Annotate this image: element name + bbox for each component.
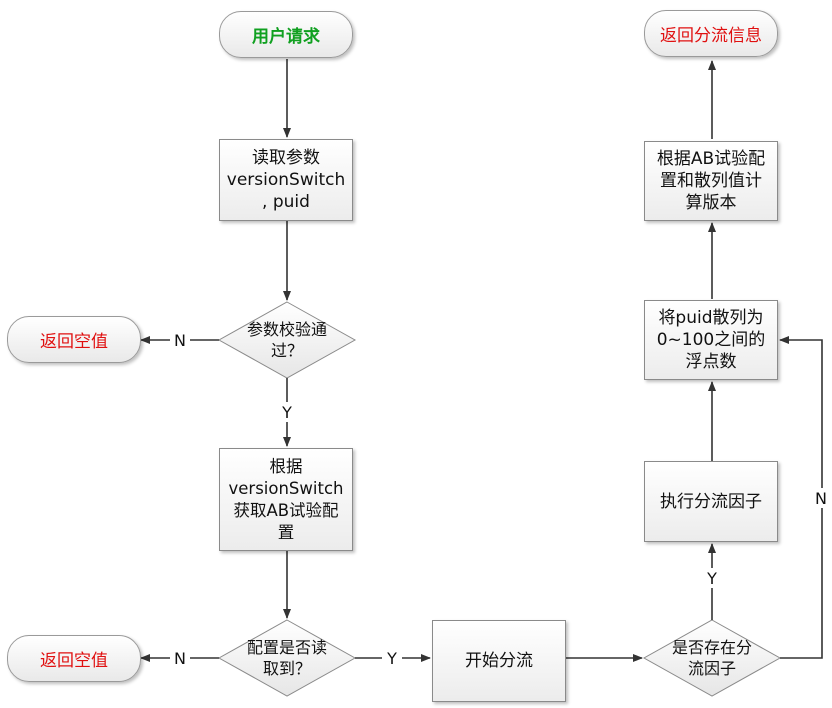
check-no-label: N xyxy=(170,330,190,350)
exec-factor-box: 执行分流因子 xyxy=(644,461,778,542)
return-null-node-2: 返回空值 xyxy=(7,635,141,682)
check-params-text: 参数校验通 过？ xyxy=(246,320,327,360)
config-no-label: N xyxy=(170,648,190,668)
return-info-node: 返回分流信息 xyxy=(644,10,778,57)
has-factor-text: 是否存在分 流因子 xyxy=(671,638,752,678)
check-yes-label: Y xyxy=(277,402,297,422)
start-split-box: 开始分流 xyxy=(432,620,566,702)
return-null-node-1: 返回空值 xyxy=(7,316,141,363)
factor-yes-label: Y xyxy=(702,568,722,588)
start-node: 用户请求 xyxy=(219,11,353,58)
calc-version-box: 根据AB试验配 置和散列值计 算版本 xyxy=(644,141,778,221)
get-config-box: 根据 versionSwitch 获取AB试验配 置 xyxy=(219,448,353,551)
read-params-box: 读取参数 versionSwitch , puid xyxy=(219,139,353,221)
factor-no-label: N xyxy=(810,488,832,508)
hash-puid-box: 将puid散列为 0~100之间的 浮点数 xyxy=(644,300,778,380)
config-read-text: 配置是否读 取到？ xyxy=(246,638,327,678)
config-read-diamond xyxy=(217,619,357,697)
config-yes-label: Y xyxy=(382,648,402,668)
has-factor-diamond xyxy=(642,619,782,697)
